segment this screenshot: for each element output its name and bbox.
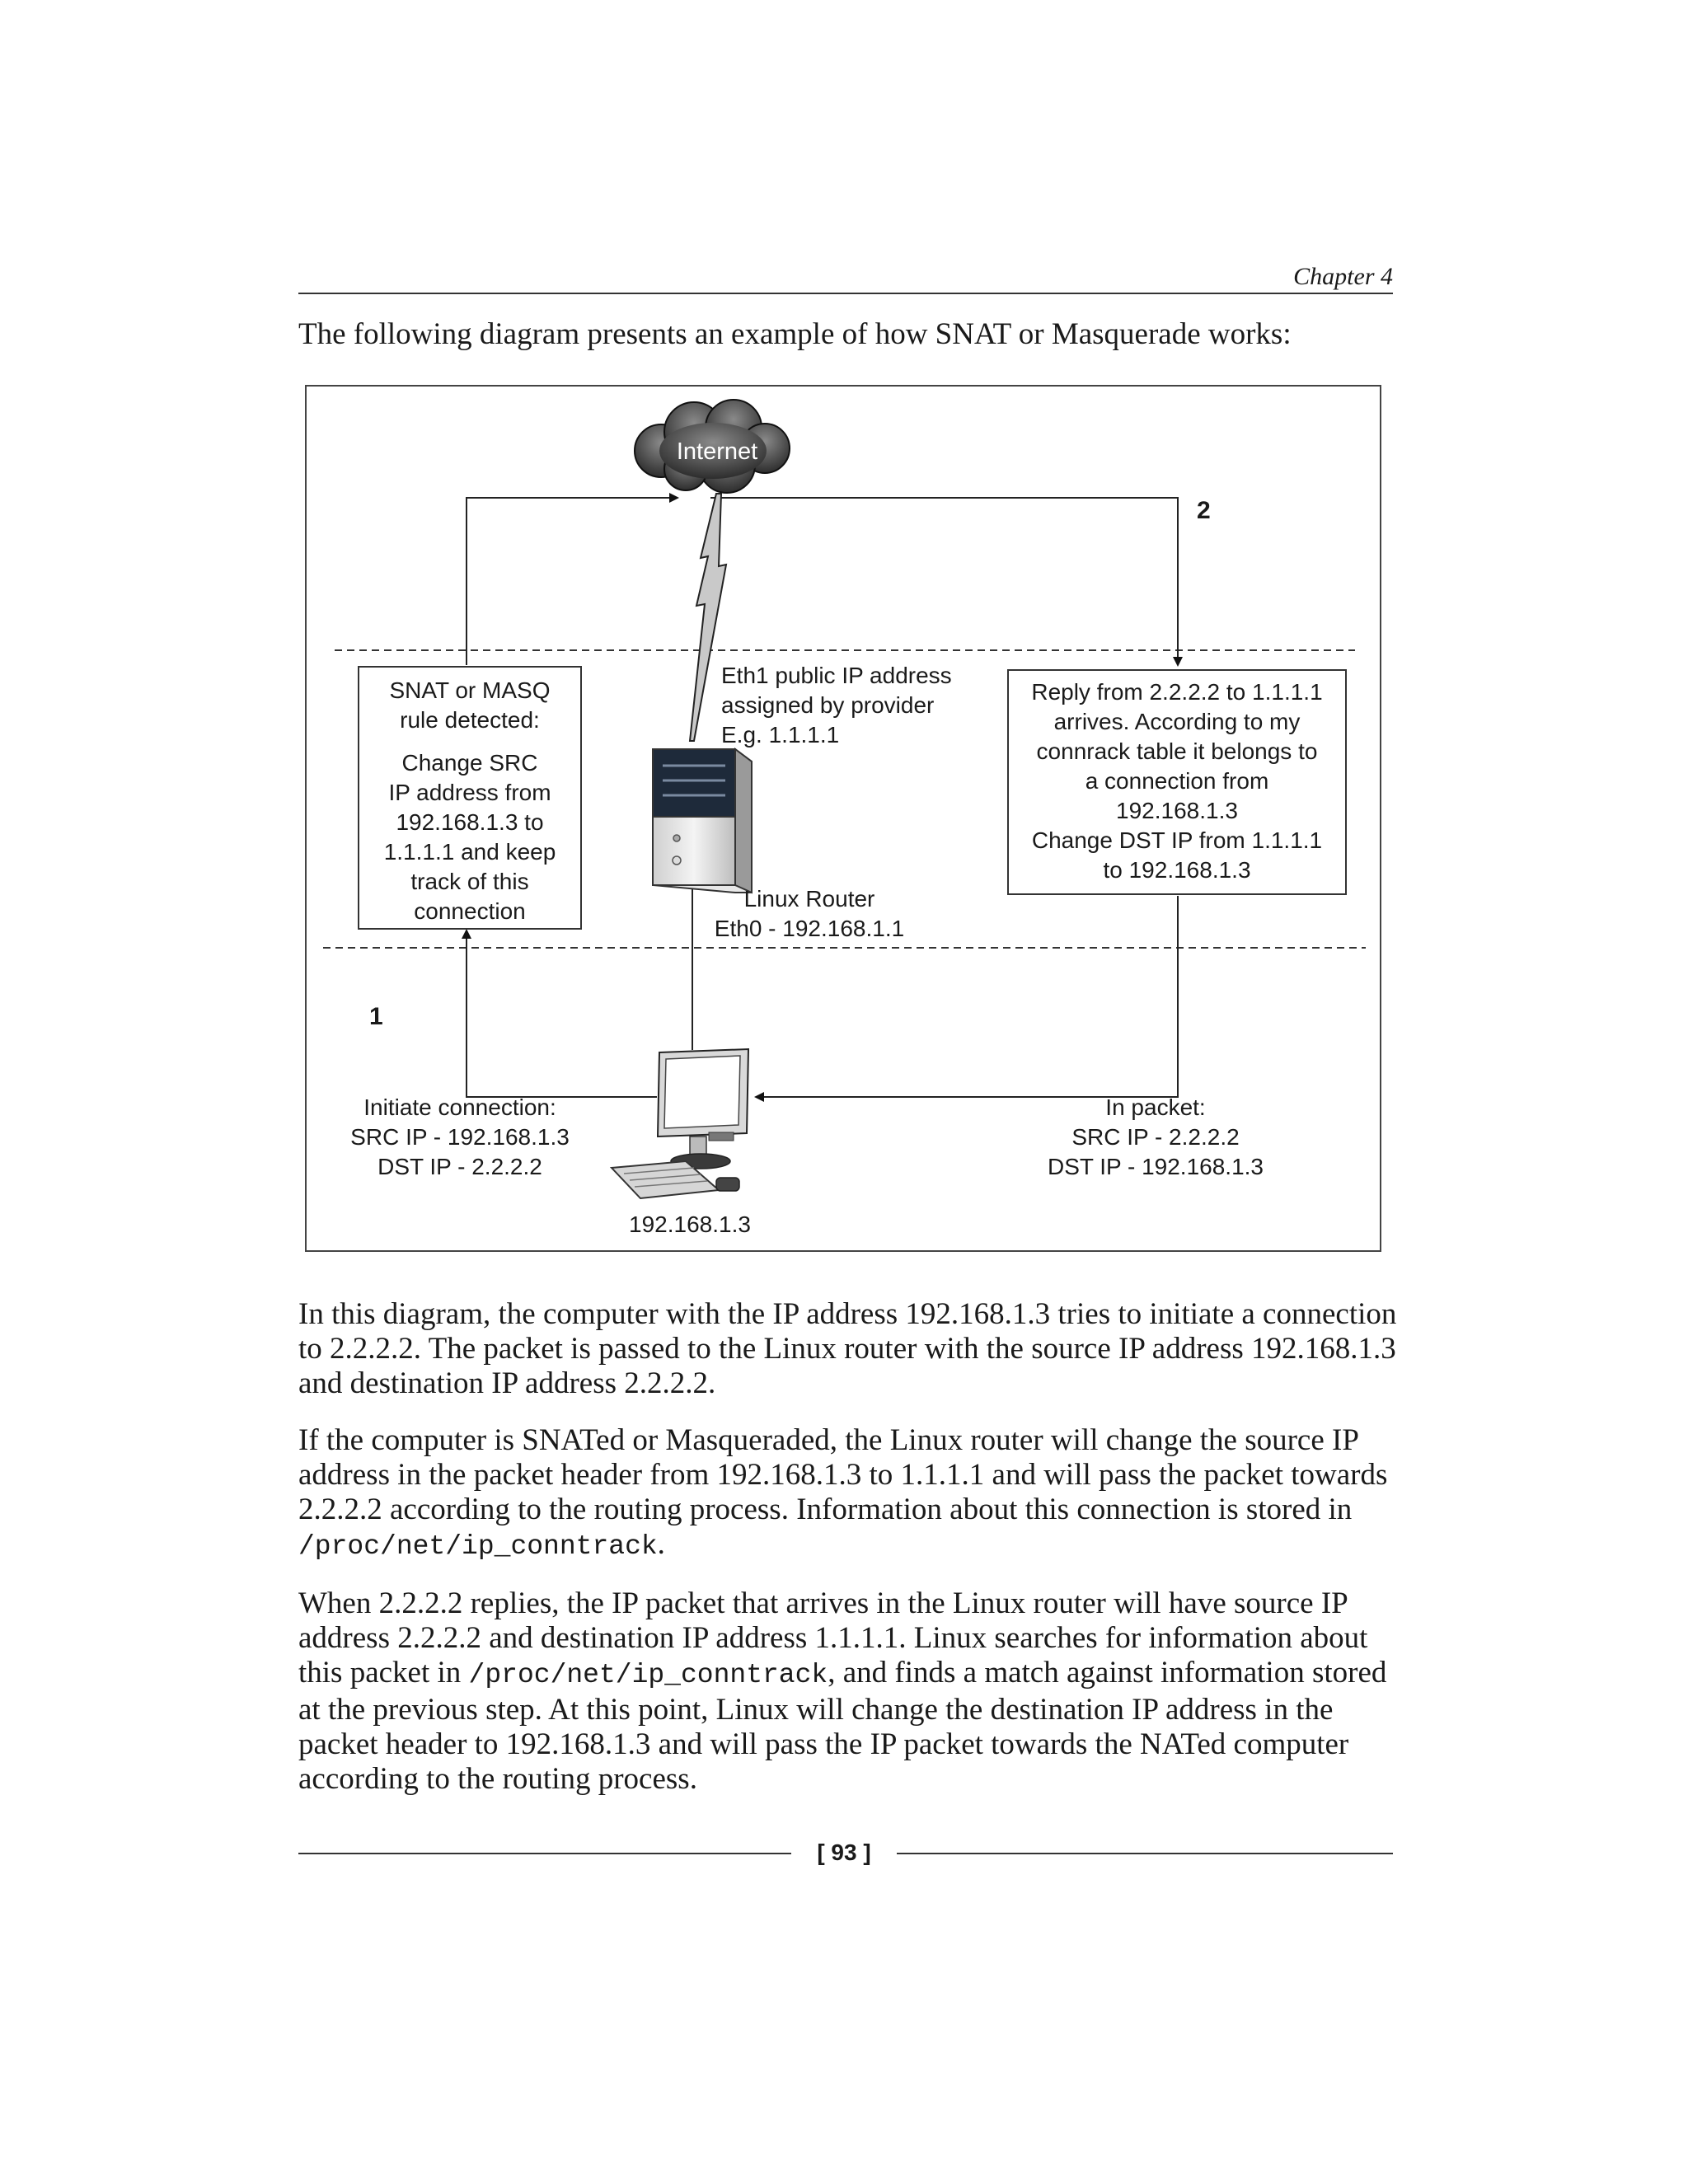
page-number: [ 93 ] bbox=[817, 1840, 871, 1865]
footer-rule-left bbox=[298, 1853, 791, 1854]
inpacket-label-line: In packet: bbox=[1105, 1094, 1205, 1120]
snat-box-body-line: track of this bbox=[410, 869, 528, 894]
initiate-label-line: DST IP - 2.2.2.2 bbox=[377, 1154, 542, 1179]
internet-label: Internet bbox=[677, 438, 757, 465]
step-1-label: 1 bbox=[369, 1003, 383, 1030]
code-path: /proc/net/ip_conntrack bbox=[298, 1531, 658, 1562]
reply-box-line: 192.168.1.3 bbox=[1116, 798, 1238, 823]
snat-rule-box bbox=[358, 666, 582, 930]
chapter-header: Chapter 4 bbox=[1293, 263, 1393, 290]
reply-box bbox=[1007, 669, 1347, 895]
reply-box-line: Reply from 2.2.2.2 to 1.1.1.1 bbox=[1031, 679, 1322, 705]
paragraph-text: When 2.2.2.2 replies, the IP packet that… bbox=[298, 1586, 1368, 1690]
snat-box-body-line: 192.168.1.3 to bbox=[396, 809, 543, 835]
internet-cloud-icon bbox=[634, 399, 790, 494]
code-path: /proc/net/ip_conntrack bbox=[468, 1660, 828, 1690]
snat-box-title-line: SNAT or MASQ bbox=[389, 677, 550, 703]
snat-box-body-line: Change SRC bbox=[402, 750, 538, 776]
router-label-line: Eth0 - 192.168.1.1 bbox=[715, 916, 904, 941]
paragraph-text: . bbox=[657, 1527, 665, 1561]
router-label-line: Linux Router bbox=[744, 886, 875, 912]
snat-box-body-line: 1.1.1.1 and keep bbox=[384, 839, 556, 865]
snat-box-title-line: rule detected: bbox=[400, 707, 540, 733]
paragraph-text: , and finds a match against information … bbox=[298, 1656, 1387, 1796]
intro-paragraph: The following diagram presents an exampl… bbox=[298, 317, 1292, 351]
reply-box-line: connrack table it belongs to bbox=[1037, 738, 1318, 764]
arrow-to-computer bbox=[754, 896, 1179, 1102]
inpacket-label-line: SRC IP - 2.2.2.2 bbox=[1071, 1124, 1239, 1150]
body-paragraph-2: If the computer is SNATed or Masqueraded… bbox=[298, 1423, 1403, 1564]
eth1-label-line: E.g. 1.1.1.1 bbox=[721, 722, 839, 748]
eth1-label-line: Eth1 public IP address bbox=[721, 663, 952, 688]
initiate-label-line: Initiate connection: bbox=[363, 1094, 556, 1120]
eth1-label-line: assigned by provider bbox=[721, 692, 934, 718]
paragraph-text: If the computer is SNATed or Masqueraded… bbox=[298, 1423, 1388, 1526]
snat-box-body-line: IP address from bbox=[388, 780, 551, 805]
inpacket-label-line: DST IP - 192.168.1.3 bbox=[1048, 1154, 1264, 1179]
body-paragraph-1: In this diagram, the computer with the I… bbox=[298, 1297, 1397, 1400]
reply-box-line: a connection from bbox=[1085, 768, 1269, 794]
step-2-label: 2 bbox=[1197, 497, 1211, 524]
reply-box-line: to 192.168.1.3 bbox=[1103, 857, 1250, 883]
arrow-from-internet bbox=[710, 497, 1183, 667]
snat-diagram: Internet 2 1 SNAT or MASQ rule detected:… bbox=[305, 385, 1381, 1252]
lightning-bolt-icon bbox=[688, 493, 728, 742]
linux-router-icon bbox=[652, 748, 753, 894]
snat-box-body-line: connection bbox=[414, 898, 525, 924]
diagram-canvas: Internet 2 1 SNAT or MASQ rule detected:… bbox=[323, 399, 1366, 1237]
reply-box-line: arrives. According to my bbox=[1054, 709, 1301, 734]
header-rule bbox=[298, 293, 1393, 294]
footer-rule-right bbox=[897, 1853, 1393, 1854]
computer-ip-label: 192.168.1.3 bbox=[629, 1212, 751, 1237]
arrow-to-internet bbox=[466, 493, 679, 665]
client-computer-icon bbox=[609, 1047, 750, 1200]
initiate-label-line: SRC IP - 192.168.1.3 bbox=[350, 1124, 570, 1150]
reply-box-line: Change DST IP from 1.1.1.1 bbox=[1032, 827, 1322, 853]
body-paragraph-3: When 2.2.2.2 replies, the IP packet that… bbox=[298, 1586, 1403, 1797]
